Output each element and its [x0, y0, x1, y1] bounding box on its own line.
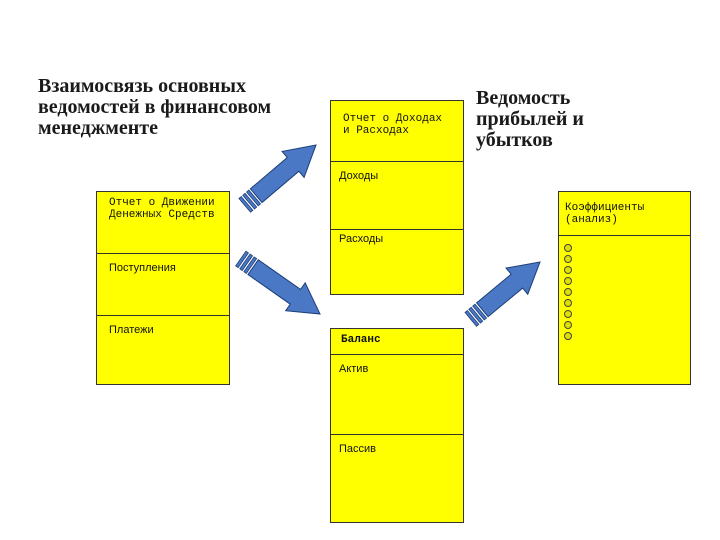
cashflow-receipts-section: Поступления	[97, 253, 229, 315]
cashflow-payments-section: Платежи	[97, 315, 229, 384]
income-card: Отчет о Доходах и Расходах Доходы Расход…	[330, 100, 464, 295]
bullet-marker	[564, 332, 572, 340]
income-revenue-section: Доходы	[331, 161, 463, 229]
balance-assets-section: Актив	[331, 354, 463, 434]
bullet-marker	[564, 244, 572, 252]
ratios-body-section	[559, 235, 690, 384]
bullet-marker	[564, 310, 572, 318]
arrow-cashflow-to-balance-icon	[235, 250, 321, 315]
cashflow-card-title: Отчет о Движении Денежных Средств	[109, 197, 215, 221]
cashflow-payments-label: Платежи	[109, 324, 154, 336]
balance-liabilities-label: Пассив	[339, 443, 377, 455]
bullet-marker	[564, 277, 572, 285]
arrow-balance-to-ratios-icon	[464, 261, 541, 327]
income-revenue-label: Доходы	[339, 170, 379, 182]
bullet-marker	[564, 299, 572, 307]
bullet-marker	[564, 288, 572, 296]
cashflow-receipts-label: Поступления	[109, 262, 176, 274]
income-expenses-label: Расходы	[339, 233, 384, 245]
income-card-title: Отчет о Доходах и Расходах	[343, 113, 443, 137]
balance-card: Баланс Актив Пассив	[330, 328, 464, 523]
balance-assets-label: Актив	[339, 363, 369, 375]
ratios-card-title: Коэффициенты (анализ)	[565, 202, 645, 226]
cashflow-card: Отчет о Движении Денежных Средств Поступ…	[96, 191, 230, 385]
income-expenses-section: Расходы	[331, 229, 463, 294]
ratios-bullet-list	[564, 244, 572, 343]
bullet-marker	[564, 321, 572, 329]
bullet-marker	[564, 255, 572, 263]
diagram-title: Взаимосвязь основных ведомостей в финанс…	[38, 75, 272, 139]
balance-liabilities-section: Пассив	[331, 434, 463, 522]
balance-card-title: Баланс	[341, 334, 381, 346]
bullet-marker	[564, 266, 572, 274]
ratios-card: Коэффициенты (анализ)	[558, 191, 691, 385]
arrow-cashflow-to-income-icon	[238, 144, 317, 213]
income-statement-label: Ведомость прибылей и убытков	[476, 87, 584, 151]
